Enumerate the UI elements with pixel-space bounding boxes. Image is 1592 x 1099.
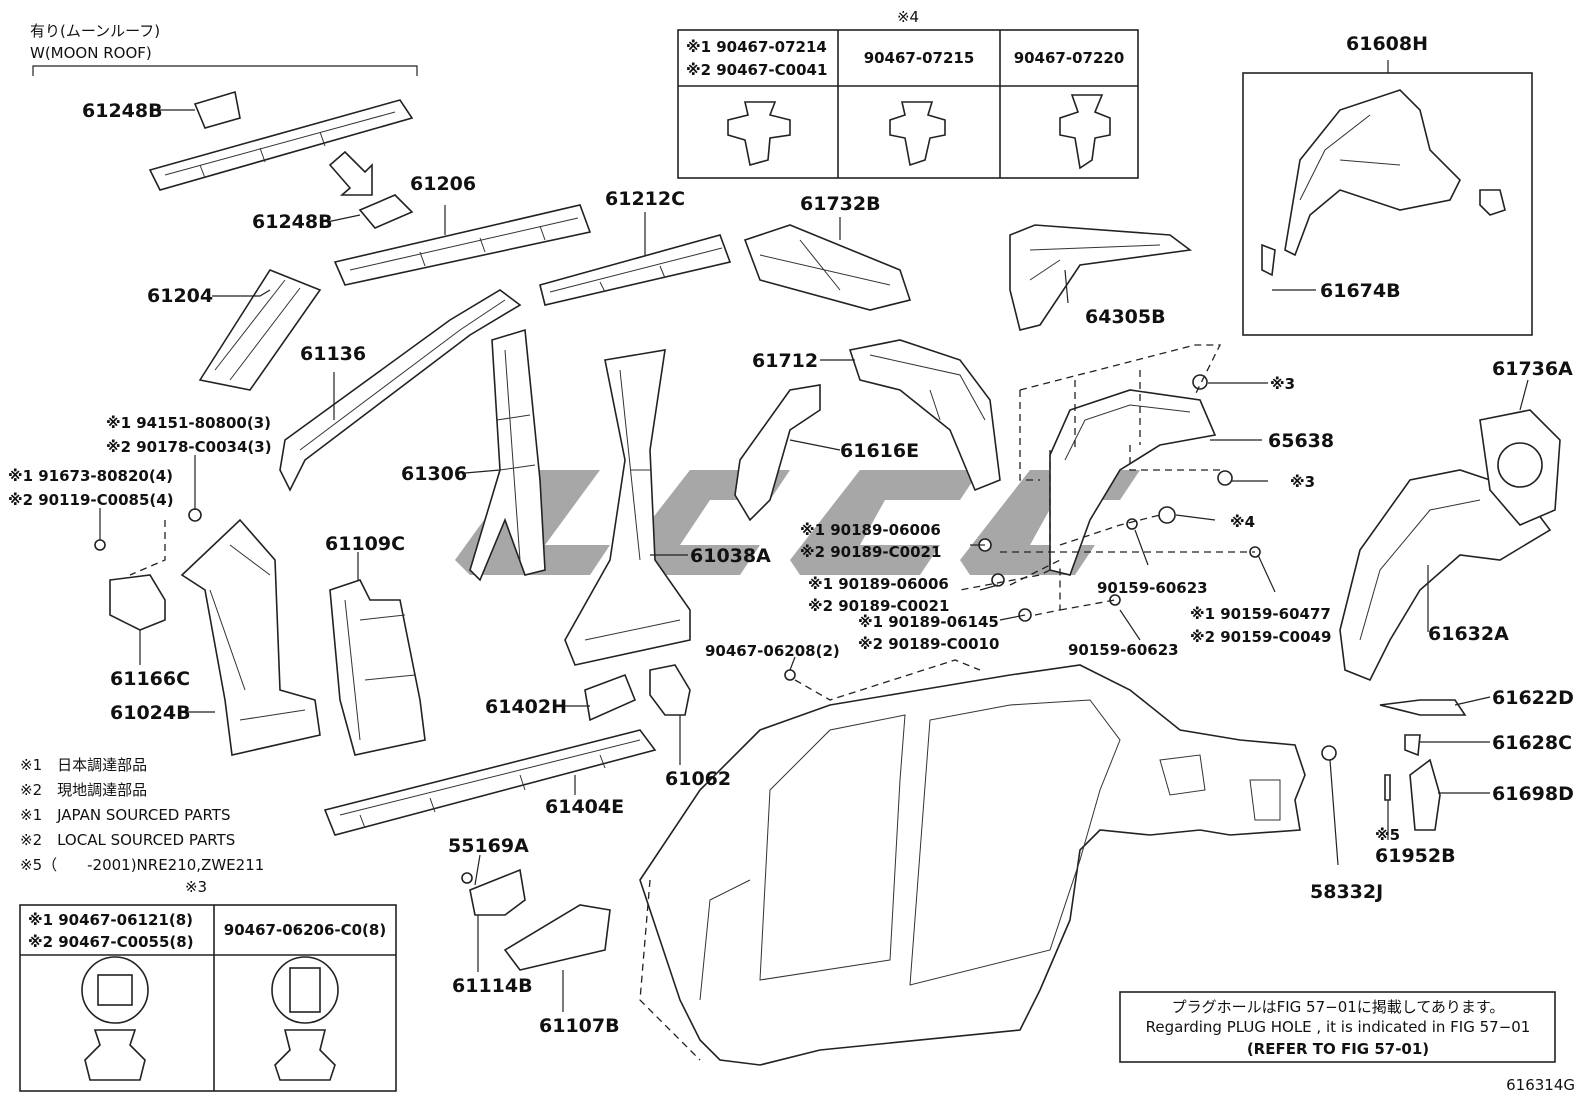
label-61107B: 61107B — [539, 1015, 620, 1037]
moonroof-bracket — [32, 65, 418, 76]
table3-col2: 90467-06206-C0(8) — [224, 921, 386, 939]
label-61024B: 61024B — [110, 702, 191, 724]
label-61306: 61306 — [401, 463, 467, 485]
fastener-table-4: ※4 ※1 90467-07214 ※2 90467-C0041 90467-0… — [677, 8, 1139, 179]
pillar-group — [94, 328, 1001, 756]
fastener-labels: ※1 94151-80800(3) ※2 90178-C0034(3) ※1 9… — [8, 375, 1400, 844]
label-61736A: 61736A — [1492, 358, 1573, 380]
table4-title: ※4 — [897, 8, 919, 26]
label-61732B: 61732B — [800, 193, 881, 215]
mark-4: ※4 — [1230, 513, 1255, 531]
label-61212C: 61212C — [605, 188, 685, 210]
fastener-90189-06006-b: ※1 90189-06006 — [808, 575, 949, 593]
legend-line-4: ※2 LOCAL SOURCED PARTS — [20, 831, 235, 849]
legend-line-5: ※5（ -2001)NRE210,ZWE211 — [20, 856, 264, 874]
label-61136: 61136 — [300, 343, 366, 365]
note-jp: プラグホールはFIG 57−01に掲載してあります。 — [1172, 998, 1505, 1016]
label-61608H: 61608H — [1346, 33, 1428, 55]
fastener-90189-C0021-b: ※2 90189-C0021 — [808, 597, 949, 615]
table3-col1-line1: ※1 90467-06121(8) — [28, 911, 193, 929]
label-61166C: 61166C — [110, 668, 190, 690]
body-side-panel — [639, 664, 1306, 1066]
label-61632A: 61632A — [1428, 623, 1509, 645]
fastener-90189-C0010: ※2 90189-C0010 — [858, 635, 999, 653]
label-64305B: 64305B — [1085, 306, 1166, 328]
box-61608H — [1242, 60, 1533, 336]
note-box: プラグホールはFIG 57−01に掲載してあります。 Regarding PLU… — [1119, 991, 1556, 1063]
fastener-90467-06208: 90467-06208(2) — [705, 642, 840, 660]
clip-icon-3 — [1059, 94, 1111, 170]
rocker-group — [323, 664, 691, 971]
fastener-90178-C0034: ※2 90178-C0034(3) — [106, 438, 272, 456]
fastener-90159-60623-a: 90159-60623 — [1097, 579, 1208, 597]
roof-rail-group — [148, 90, 1193, 492]
legend-line-2: ※2 現地調達部品 — [20, 781, 147, 799]
label-58332J: 58332J — [1310, 881, 1383, 903]
watermark-logo — [455, 470, 1140, 575]
label-61404E: 61404E — [545, 796, 624, 818]
label-65638: 65638 — [1268, 430, 1334, 452]
fastener-90119-C0085: ※2 90119-C0085(4) — [8, 491, 174, 509]
fastener-table-3: ※3 ※1 90467-06121(8) ※2 90467-C0055(8) 9… — [19, 878, 397, 1092]
moonroof-jp: 有り(ムーンルーフ) — [30, 22, 160, 40]
leader-lines — [99, 109, 1529, 1012]
mark-3-a: ※3 — [1270, 375, 1295, 393]
label-55169A: 55169A — [448, 835, 529, 857]
table3-col1-line2: ※2 90467-C0055(8) — [28, 933, 194, 951]
table4-col3: 90467-07220 — [1014, 49, 1125, 67]
legend: ※1 日本調達部品 ※2 現地調達部品 ※1 JAPAN SOURCED PAR… — [20, 756, 264, 874]
clip-icon-1 — [727, 101, 791, 167]
fastener-90189-C0021-a: ※2 90189-C0021 — [800, 543, 941, 561]
label-61616E: 61616E — [840, 440, 919, 462]
table4-col2: 90467-07215 — [864, 49, 975, 67]
fastener-94151-80800: ※1 94151-80800(3) — [106, 414, 271, 432]
connector-lines — [129, 344, 1255, 701]
fastener-90159-C0049: ※2 90159-C0049 — [1190, 628, 1331, 646]
mark-5: ※5 — [1375, 826, 1400, 844]
label-61402H: 61402H — [485, 696, 567, 718]
label-61114B: 61114B — [452, 975, 533, 997]
clip-icon-2 — [889, 101, 946, 167]
label-61109C: 61109C — [325, 533, 405, 555]
legend-line-3: ※1 JAPAN SOURCED PARTS — [20, 806, 230, 824]
note-ref: (REFER TO FIG 57-01) — [1247, 1040, 1429, 1058]
fastener-90189-06006-a: ※1 90189-06006 — [800, 521, 941, 539]
label-61674B: 61674B — [1320, 280, 1401, 302]
fastener-90189-06145: ※1 90189-06145 — [858, 613, 999, 631]
label-61062: 61062 — [665, 768, 731, 790]
table4-col1-line1: ※1 90467-07214 — [686, 38, 827, 56]
legend-line-1: ※1 日本調達部品 — [20, 756, 147, 774]
label-61248B-b: 61248B — [252, 211, 333, 233]
part-labels: 61248B 61248B 61206 61204 61136 61212C 6… — [82, 33, 1574, 1037]
label-61622D: 61622D — [1492, 687, 1574, 709]
table4-col1-line2: ※2 90467-C0041 — [686, 61, 827, 79]
fastener-90159-60477: ※1 90159-60477 — [1190, 605, 1331, 623]
table3-title: ※3 — [185, 878, 207, 896]
label-61038A: 61038A — [690, 545, 771, 567]
figure-code: 616314G — [1506, 1076, 1575, 1094]
label-61628C: 61628C — [1492, 732, 1572, 754]
label-61204: 61204 — [147, 285, 213, 307]
wheelhouse-group — [784, 374, 1561, 831]
fastener-90159-60623-b: 90159-60623 — [1068, 641, 1179, 659]
label-61248B-a: 61248B — [82, 100, 163, 122]
note-en: Regarding PLUG HOLE , it is indicated in… — [1146, 1018, 1531, 1036]
label-61698D: 61698D — [1492, 783, 1574, 805]
label-61712: 61712 — [752, 350, 818, 372]
mark-3-b: ※3 — [1290, 473, 1315, 491]
fastener-91673-80820: ※1 91673-80820(4) — [8, 467, 173, 485]
label-61206: 61206 — [410, 173, 476, 195]
moonroof-en: W(MOON ROOF) — [30, 44, 152, 62]
label-61952B: 61952B — [1375, 845, 1456, 867]
